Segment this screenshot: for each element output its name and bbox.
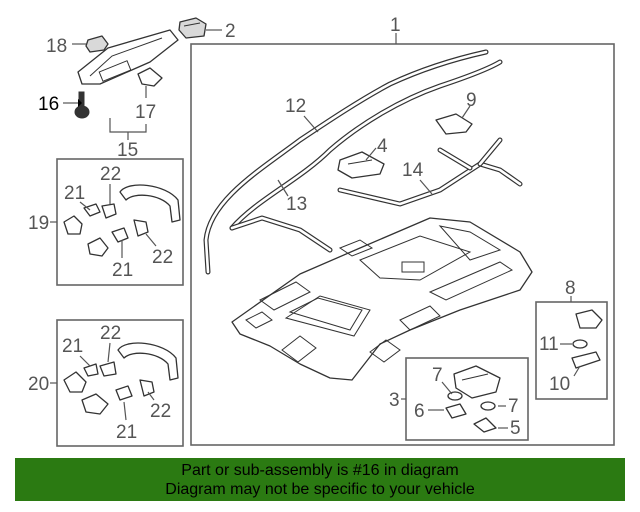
callout-21c: 21 (62, 336, 83, 357)
callout-7b: 7 (508, 396, 519, 417)
callout-12: 12 (285, 96, 306, 117)
part-20-grab-handle (117, 342, 179, 381)
part-7-bulb-b (480, 401, 496, 411)
part-7-bulb-a (447, 391, 463, 401)
callout-12-leader (303, 115, 319, 133)
part-9-lamp (435, 113, 473, 135)
callout-21d-leader (123, 401, 127, 421)
part-13-wire-harness (229, 59, 503, 253)
callout-22d: 22 (150, 401, 171, 422)
part-1-headliner (231, 217, 533, 381)
callout-13: 13 (286, 194, 307, 215)
callout-5: 5 (510, 418, 521, 439)
callout-17: 17 (135, 102, 156, 123)
part-18-visor-clip (85, 35, 109, 53)
part-10-lens (571, 351, 601, 369)
callout-22c-leader (107, 342, 111, 363)
part-21-cover-upper-b (63, 371, 87, 393)
callout-7a: 7 (432, 365, 443, 386)
part-14-wire-harness (337, 137, 523, 207)
part-17-visor-holder (137, 67, 163, 87)
callout-22d-leader (147, 391, 155, 401)
part-8-lamp-housing (575, 309, 603, 329)
part-19-grab-handle (119, 184, 181, 223)
part-11-bulb (572, 339, 588, 349)
callout-8: 8 (565, 278, 576, 299)
part-21-cover-lower (87, 237, 109, 257)
part-5-lens (473, 417, 497, 433)
part-3-lamp-housing (453, 365, 501, 399)
banner-line-1: Part or sub-assembly is #16 in diagram (181, 461, 459, 479)
part-15-sun-visor (77, 29, 179, 85)
headliner-group-box (190, 43, 615, 446)
callout-10: 10 (549, 374, 570, 395)
callout-7a-leader (441, 381, 453, 395)
callout-16: 16 (38, 94, 59, 115)
part-4-lamp (337, 151, 385, 179)
part-16-screw (74, 91, 90, 119)
banner-line-2: Diagram may not be specific to your vehi… (165, 480, 475, 498)
callout-14: 14 (402, 160, 424, 181)
callout-15: 15 (117, 140, 138, 161)
callout-22b-leader (145, 233, 157, 247)
callout-14-leader (419, 179, 433, 195)
callout-4: 4 (377, 136, 388, 157)
callout-21a-leader (79, 201, 91, 211)
part-21-cover-upper (63, 215, 83, 235)
callout-16-arrow (78, 99, 82, 107)
part-22-clip-upper-b (83, 361, 117, 377)
callout-3: 3 (389, 390, 400, 411)
callout-22b: 22 (152, 247, 173, 268)
info-banner: Part or sub-assembly is #16 in diagram D… (15, 458, 625, 501)
part-2-clip (178, 17, 207, 39)
part-22-clip-lower-b (115, 379, 155, 401)
callout-21a: 21 (64, 183, 85, 204)
callout-18: 18 (46, 36, 67, 57)
callout-21c-leader (79, 355, 91, 367)
callout-22c: 22 (100, 323, 121, 344)
callout-1: 1 (390, 15, 401, 36)
callout-22a: 22 (100, 164, 121, 185)
part-21-cover-lower-b (81, 393, 109, 415)
part-12-wire-harness (203, 49, 489, 275)
callout-21b: 21 (112, 260, 133, 281)
part-6-lens (445, 403, 467, 419)
callout-13-leader (277, 179, 289, 197)
callout-9-leader (461, 105, 471, 119)
callout-6: 6 (414, 401, 425, 422)
callout-4-leader (365, 147, 377, 161)
part-22-clip-lower (111, 219, 149, 243)
callout-21d: 21 (116, 422, 137, 443)
callout-2: 2 (225, 21, 236, 42)
callout-11: 11 (539, 334, 559, 355)
callout-15-bracket (109, 118, 147, 140)
part-22-clip-upper (83, 203, 117, 219)
callout-9: 9 (466, 90, 477, 111)
callout-20: 20 (28, 374, 49, 395)
callout-19: 19 (28, 213, 49, 234)
callout-10-leader (573, 365, 581, 377)
